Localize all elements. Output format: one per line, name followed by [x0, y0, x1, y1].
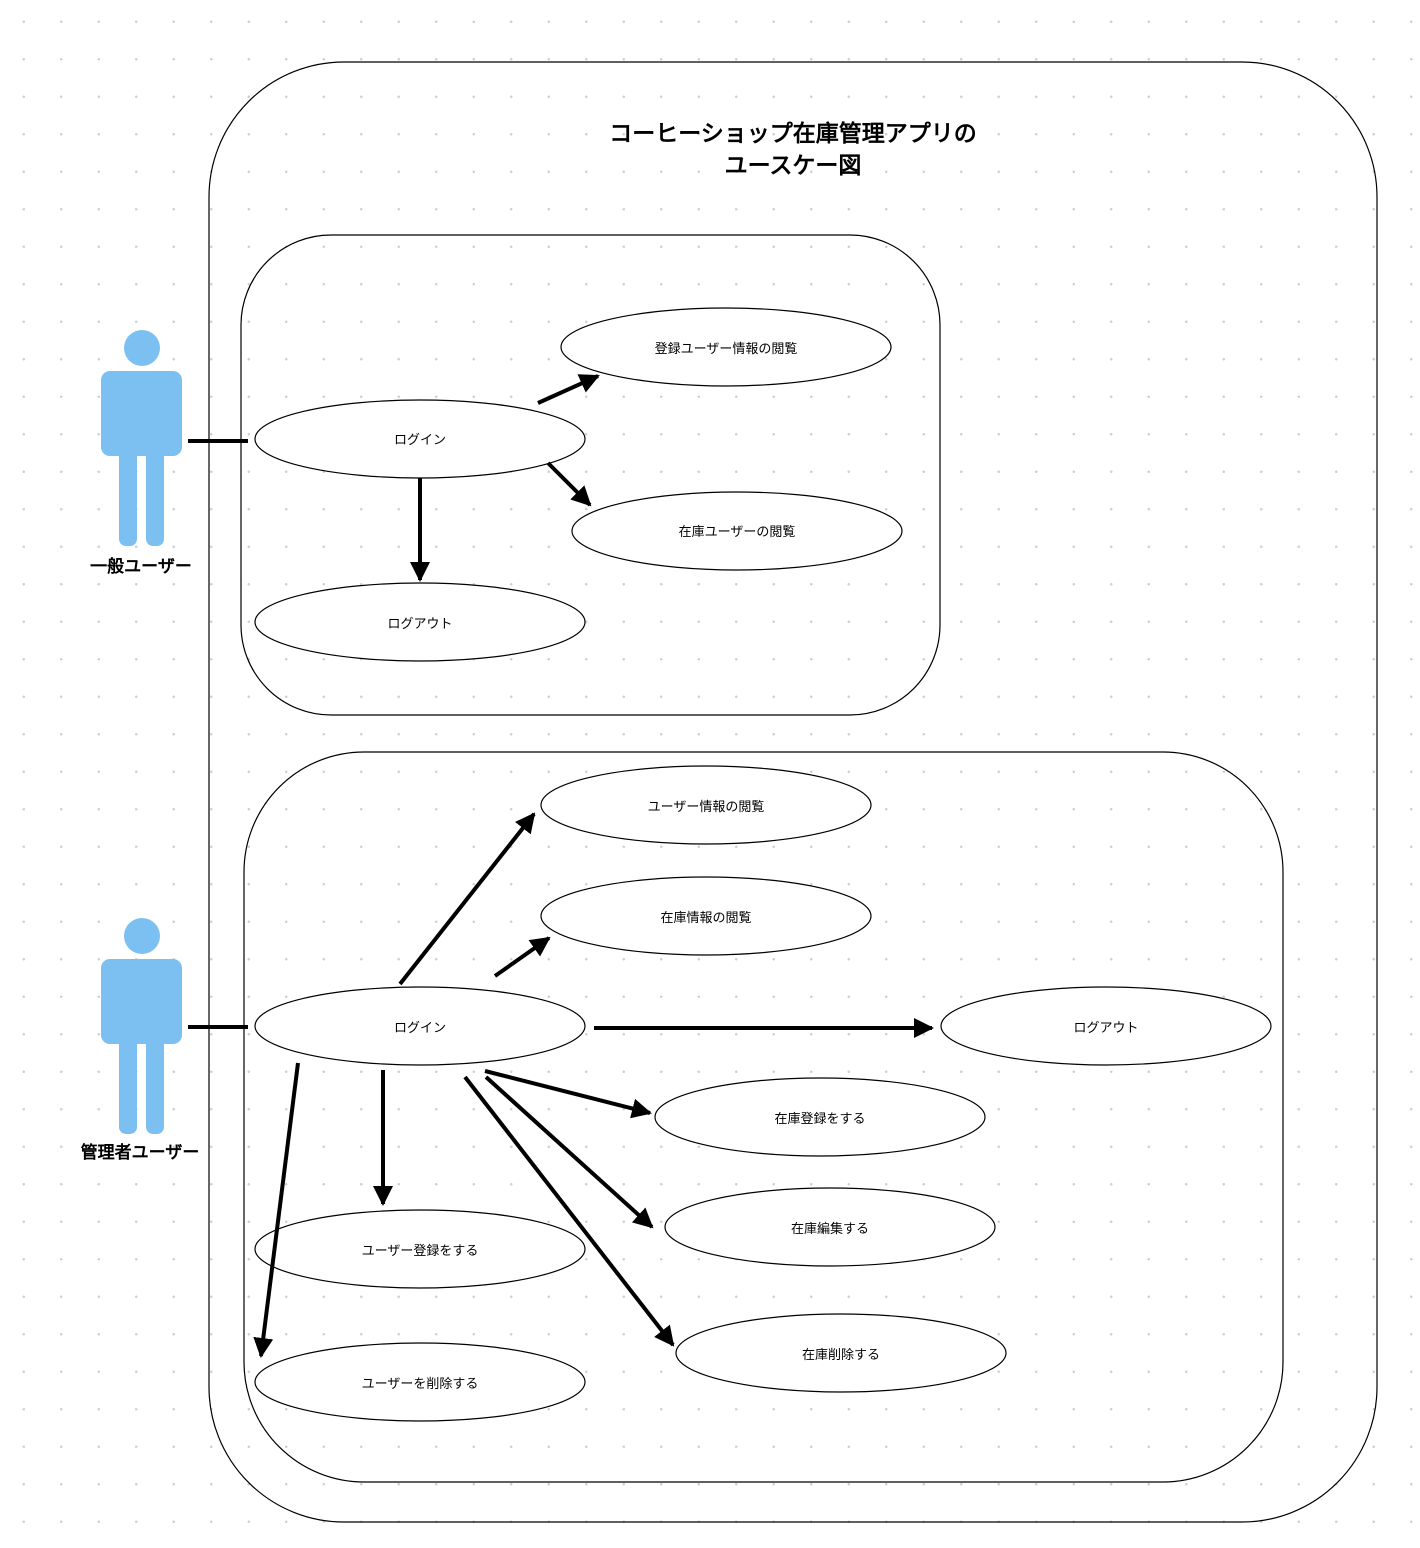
- usecase-label: 在庫削除する: [802, 1348, 880, 1363]
- usecase-label: 在庫編集する: [791, 1221, 869, 1237]
- usecase-label: ユーザー情報の閲覧: [648, 799, 765, 815]
- usecase-view-inventory-info[interactable]: 在庫情報の閲覧: [540, 876, 872, 956]
- general-user-label: 一般ユーザー: [90, 556, 192, 577]
- usecase-edit-inventory[interactable]: 在庫編集する: [664, 1187, 996, 1267]
- arrow-login-to-edit-inventory: [484, 1075, 654, 1229]
- admin-user-actor: [101, 918, 182, 1134]
- usecase-admin-logout[interactable]: ログアウト: [940, 986, 1272, 1066]
- usecase-view-registered-users[interactable]: 登録ユーザー情報の閲覧: [560, 307, 892, 387]
- usecase-label: ユーザー登録をする: [362, 1244, 479, 1259]
- usecase-general-login[interactable]: ログイン: [254, 399, 586, 479]
- usecase-general-logout[interactable]: ログアウト: [254, 582, 586, 662]
- usecase-register-user[interactable]: ユーザー登録をする: [254, 1209, 586, 1289]
- usecase-label: 登録ユーザー情報の閲覧: [655, 341, 798, 357]
- general-user-package: [240, 234, 941, 716]
- diagram-title-line2: ユースケー図: [725, 153, 862, 179]
- usecase-label: 在庫情報の閲覧: [660, 910, 751, 926]
- usecase-label: ログイン: [394, 433, 446, 448]
- usecase-label: ログアウト: [387, 617, 452, 632]
- arrow-login-to-delete-inventory: [463, 1075, 675, 1347]
- admin-user-package: [243, 751, 1284, 1483]
- arrow-login-to-inventory-users: [546, 461, 592, 507]
- usecase-delete-inventory[interactable]: 在庫削除する: [675, 1313, 1007, 1393]
- usecase-admin-login[interactable]: ログイン: [254, 986, 586, 1066]
- arrow-login-to-inventory-info: [493, 936, 551, 978]
- usecase-label: ログイン: [394, 1021, 446, 1036]
- system-boundary: [208, 61, 1378, 1523]
- arrow-login-to-delete-user: [253, 1062, 300, 1358]
- diagram-title-line1: コーヒーショップ在庫管理アプリの: [609, 120, 977, 147]
- usecase-label: ログアウト: [1073, 1021, 1138, 1036]
- admin-user-label: 管理者ユーザー: [81, 1142, 200, 1163]
- usecase-register-inventory[interactable]: 在庫登録をする: [654, 1077, 986, 1157]
- arrow-login-to-register-inventory: [484, 1069, 652, 1119]
- general-user-actor: [101, 330, 182, 546]
- usecase-view-inventory-users[interactable]: 在庫ユーザーの閲覧: [571, 491, 903, 571]
- arrow-login-to-registered-users: [537, 374, 600, 405]
- usecase-label: ユーザーを削除する: [362, 1377, 479, 1392]
- usecase-delete-user[interactable]: ユーザーを削除する: [254, 1342, 586, 1422]
- usecase-label: 在庫ユーザーの閲覧: [679, 524, 796, 540]
- person-icon: [101, 918, 182, 1134]
- arrow-login-to-user-info: [398, 812, 536, 986]
- usecase-label: 在庫登録をする: [774, 1112, 865, 1127]
- usecase-view-user-info[interactable]: ユーザー情報の閲覧: [540, 765, 872, 845]
- person-icon: [101, 330, 182, 546]
